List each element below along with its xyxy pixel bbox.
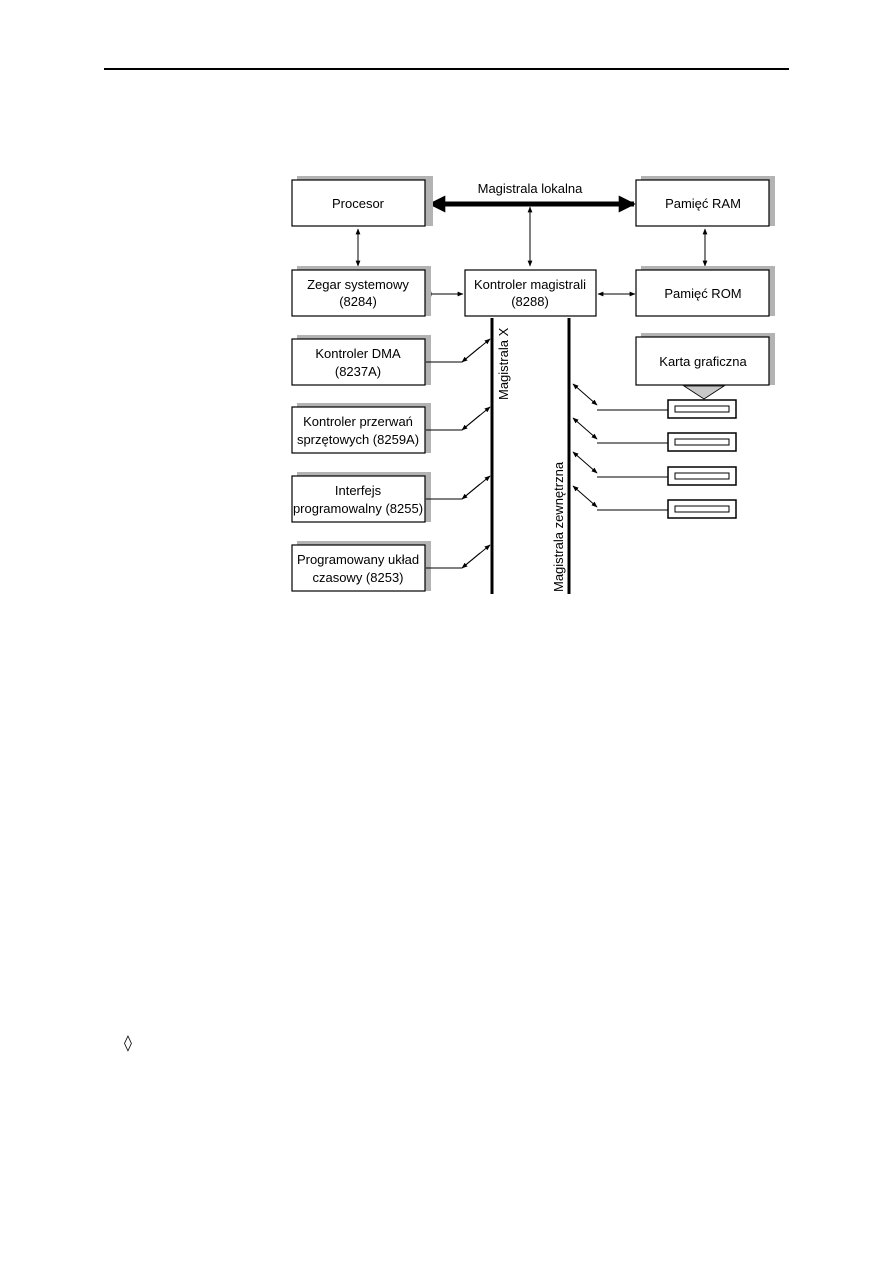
timer-label-2: czasowy (8253) xyxy=(312,570,403,585)
clock-box: Zegar systemowy (8284) xyxy=(291,266,431,317)
timer-box: Programowany układ czasowy (8253) xyxy=(291,541,431,592)
dma-box: Kontroler DMA (8237A) xyxy=(291,335,431,386)
bus-controller-label-1: Kontroler magistrali xyxy=(474,277,586,292)
x-bus-links xyxy=(426,338,491,569)
clock-label-1: Zegar systemowy xyxy=(307,277,409,292)
rom-box: Pamięć ROM xyxy=(635,266,775,317)
ppi-label-1: Interfejs xyxy=(335,483,382,498)
dma-label-1: Kontroler DMA xyxy=(315,346,401,361)
clock-label-2: (8284) xyxy=(339,294,377,309)
interrupt-controller-box: Kontroler przerwań sprzętowych (8259A) xyxy=(291,403,431,454)
graphics-card-pointer xyxy=(682,385,726,400)
bus-controller-box: Kontroler magistrali (8288) xyxy=(464,269,597,317)
expansion-slot-1 xyxy=(667,399,737,419)
expansion-slot-2 xyxy=(667,432,737,452)
ppi-box: Interfejs programowalny (8255) xyxy=(291,472,431,523)
dma-label-2: (8237A) xyxy=(335,364,381,379)
processor-label: Procesor xyxy=(332,196,385,211)
bus-controller-label-2: (8288) xyxy=(511,294,549,309)
header-rule xyxy=(104,68,789,70)
expansion-slot-4 xyxy=(667,499,737,519)
external-bus-label: Magistrala zewnętrzna xyxy=(551,461,566,592)
local-bus-label: Magistrala lokalna xyxy=(478,181,584,196)
ram-box: Pamięć RAM xyxy=(635,176,775,227)
timer-label-1: Programowany układ xyxy=(297,552,419,567)
diamond-bullet-icon: ◊ xyxy=(124,1033,132,1052)
interrupt-controller-label-2: sprzętowych (8259A) xyxy=(297,432,419,447)
graphics-card-box: Karta graficzna xyxy=(635,333,775,400)
ram-label: Pamięć RAM xyxy=(665,196,741,211)
processor-box: Procesor xyxy=(291,176,433,227)
ppi-label-2: programowalny (8255) xyxy=(293,501,423,516)
interrupt-controller-label-1: Kontroler przerwań xyxy=(303,414,413,429)
external-bus-links xyxy=(572,383,668,511)
graphics-card-label: Karta graficzna xyxy=(659,354,747,369)
expansion-slot-3 xyxy=(667,466,737,486)
rom-label: Pamięć ROM xyxy=(664,286,741,301)
x-bus-label: Magistrala X xyxy=(496,327,511,400)
